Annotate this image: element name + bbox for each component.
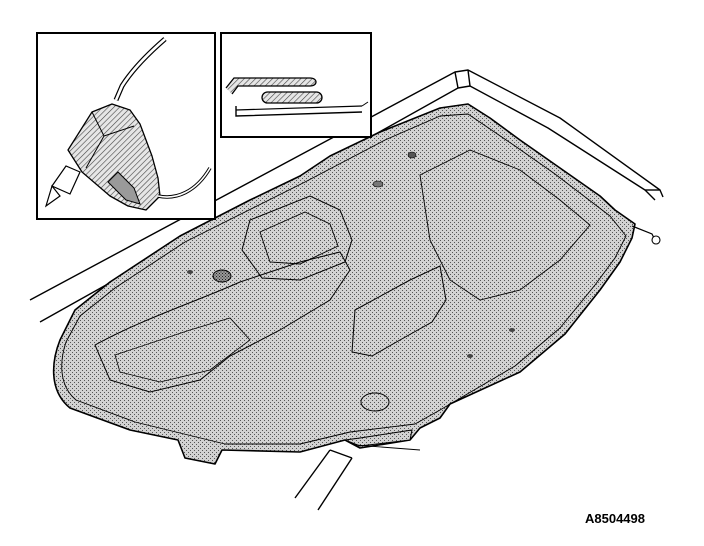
inset-glue-gun xyxy=(36,32,216,220)
roof-frame xyxy=(29,69,664,511)
inset-cross-section xyxy=(220,32,372,138)
figure-code-label: A8504498 xyxy=(585,511,645,526)
roof-mat-panel xyxy=(52,103,661,465)
